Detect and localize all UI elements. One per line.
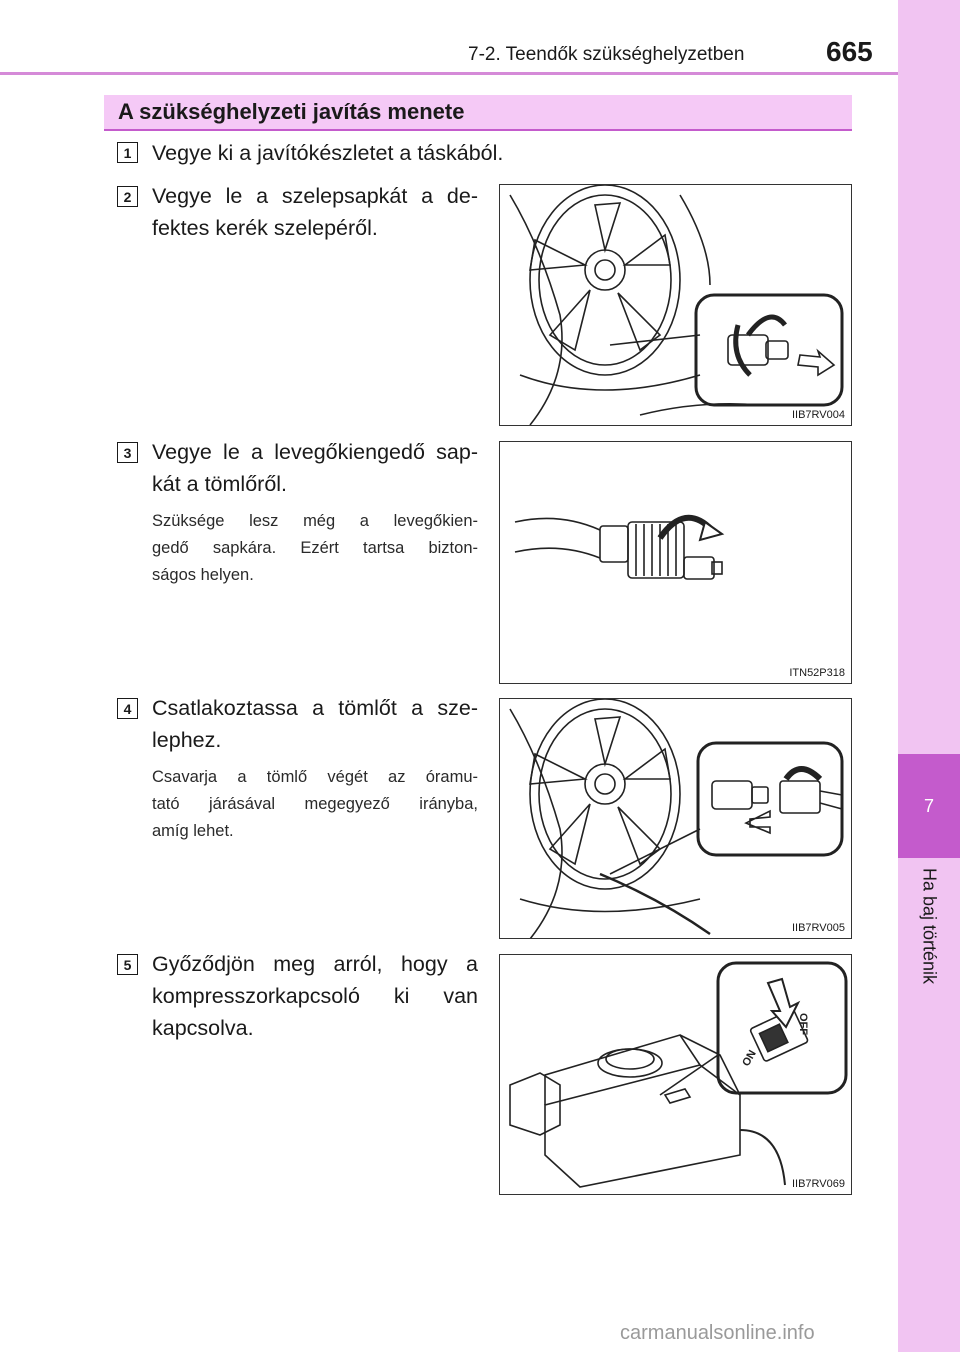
wheel-valve-illustration	[509, 185, 844, 425]
step-4-line: lephez.	[152, 728, 222, 752]
running-header: 7-2. Teendők szükséghelyzetben	[468, 44, 745, 65]
connect-hose-illustration	[509, 699, 844, 938]
step-3-line: kát a tömlőről.	[152, 472, 288, 496]
step-3-marker: 3	[117, 442, 138, 463]
chapter-tab[interactable]: 7	[898, 754, 960, 858]
step-5-line: kompresszorkapcsoló ki van	[152, 984, 478, 1008]
watermark: carmanualsonline.info	[620, 1322, 815, 1344]
switch-on-label: ON	[740, 1048, 759, 1068]
step-3-text: Vegye le a levegőkiengedő sap- kát a töm…	[152, 436, 478, 500]
note-line: amíg lehet.	[152, 822, 234, 840]
figure-compressor-switch: ON OFF IIB7RV069	[499, 954, 852, 1195]
note-line: ságos helyen.	[152, 566, 254, 584]
step-4-note: Csavarja a tömlő végét az óramu- tató já…	[152, 764, 478, 845]
step-2-marker: 2	[117, 186, 138, 207]
step-5-line: Győződjön meg arról, hogy a	[152, 952, 478, 976]
page-number: 665	[826, 36, 873, 67]
step-1-marker: 1	[117, 142, 138, 163]
figure-code: IIB7RV005	[791, 922, 845, 934]
side-strip	[898, 0, 960, 1352]
note-line: gedő sapkára. Ezért tartsa bizton-	[152, 539, 478, 557]
header-rule	[0, 72, 898, 75]
step-5-marker: 5	[117, 954, 138, 975]
step-4-line: Csatlakoztassa a tömlőt a sze-	[152, 696, 478, 720]
step-4-text: Csatlakoztassa a tömlőt a sze- lephez.	[152, 692, 478, 756]
chapter-title: Ha baj történik	[919, 868, 940, 985]
hose-cap-illustration	[514, 514, 725, 580]
step-2-line: fektes kerék szelepéről.	[152, 216, 378, 240]
section-heading: A szükséghelyzeti javítás menete	[104, 95, 852, 131]
note-line: Szüksége lesz még a levegőkien-	[152, 512, 478, 530]
figure-connect-hose: IIB7RV005	[499, 698, 852, 939]
step-2-line: Vegye le a szelepsapkát a de-	[152, 184, 478, 208]
step-4-marker: 4	[117, 698, 138, 719]
figure-code: IIB7RV069	[791, 1178, 845, 1190]
step-3-note: Szüksége lesz még a levegőkien- gedő sap…	[152, 508, 478, 589]
compressor-illustration: ON OFF	[509, 961, 848, 1188]
step-5-line: kapcsolva.	[152, 1016, 254, 1040]
figure-code: ITN52P318	[789, 667, 845, 679]
step-1-text: Vegye ki a javítókészletet a táskából.	[152, 141, 504, 165]
note-line: Csavarja a tömlő végét az óramu-	[152, 768, 478, 786]
step-5-text: Győződjön meg arról, hogy a kompresszork…	[152, 948, 478, 1044]
figure-valve-cap: IIB7RV004	[499, 184, 852, 426]
step-2-text: Vegye le a szelepsapkát a de- fektes ker…	[152, 180, 478, 244]
switch-off-label: OFF	[797, 1013, 809, 1035]
figure-hose-cap: ITN52P318	[499, 441, 852, 684]
note-line: tató járásával megegyező irányba,	[152, 795, 478, 813]
step-3-line: Vegye le a levegőkiengedő sap-	[152, 440, 478, 464]
figure-code: IIB7RV004	[791, 409, 845, 421]
